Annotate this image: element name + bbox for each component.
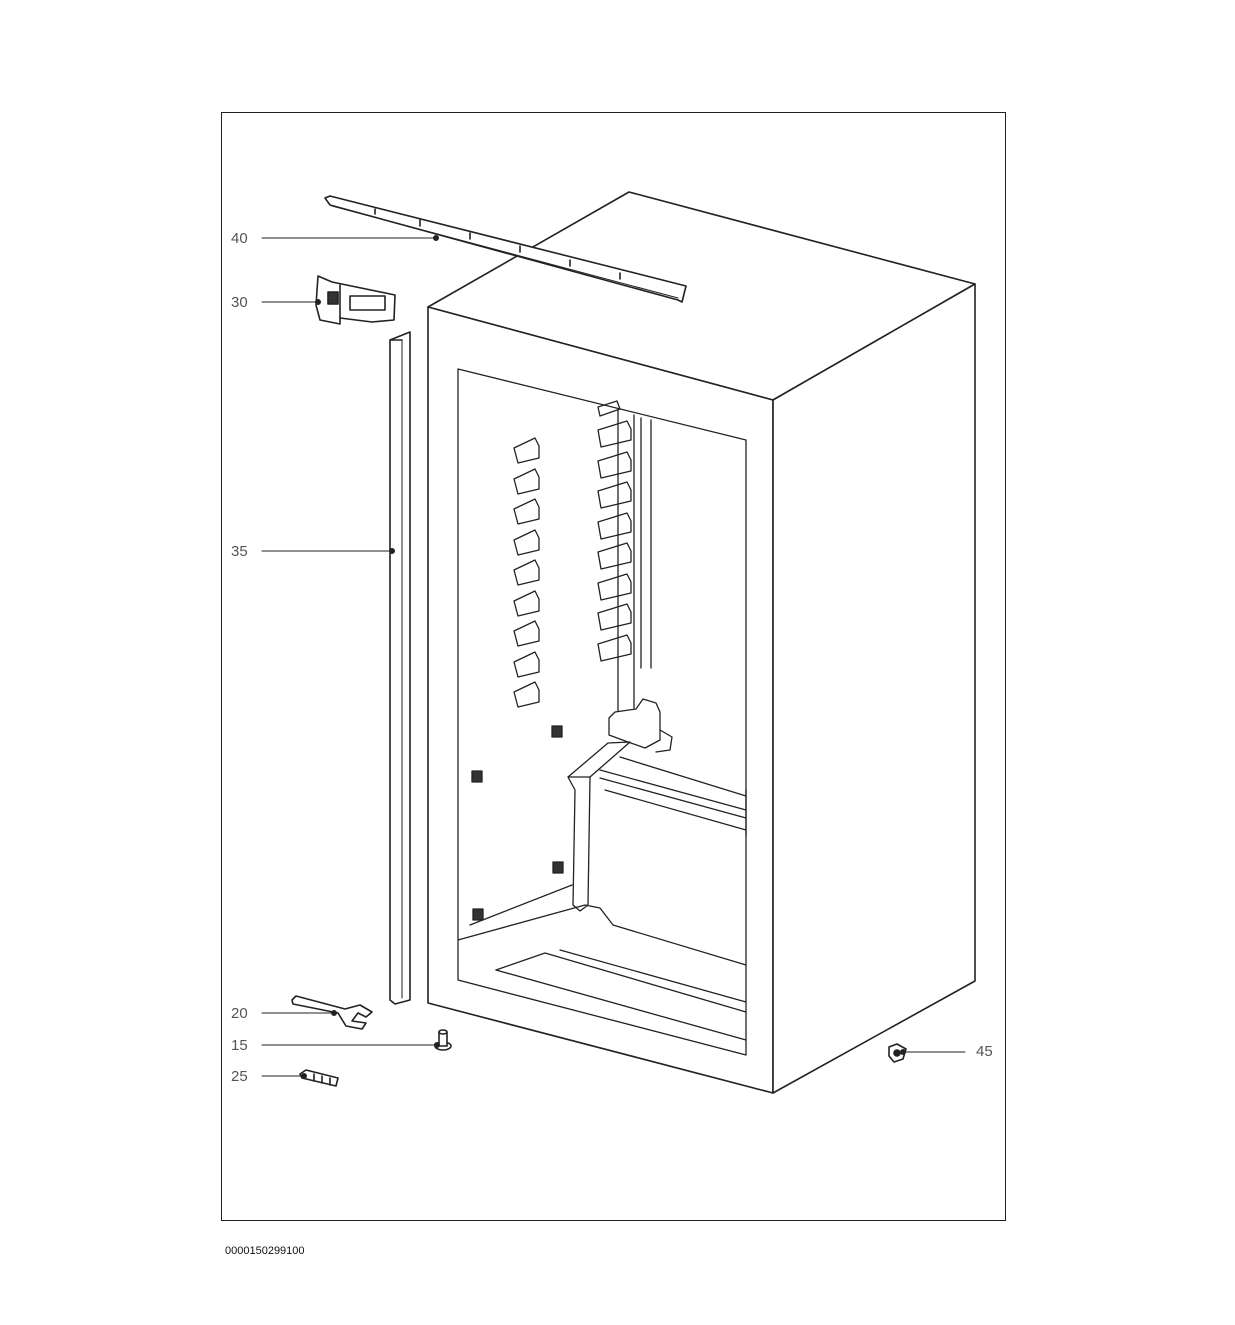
cabinet-body: [427, 191, 976, 1094]
part-45-clip: [888, 1043, 907, 1063]
callout-30: 30: [231, 294, 248, 311]
part-40-top-trim-strip: [324, 195, 687, 303]
callout-45: 45: [976, 1043, 993, 1060]
callout-35: 35: [231, 543, 248, 560]
part-35-vertical-seal-strip: [389, 331, 411, 1005]
diagram-frame: [221, 112, 1006, 1221]
right-shelf-supports: [597, 400, 652, 716]
leader-lines: [261, 235, 966, 1079]
drawing-number: 0000150299100: [225, 1245, 305, 1257]
callout-25: 25: [231, 1068, 248, 1085]
callout-15: 15: [231, 1037, 248, 1054]
left-shelf-supports: [513, 437, 540, 708]
callout-20: 20: [231, 1005, 248, 1022]
part-20-wrench: [291, 995, 373, 1030]
callout-40: 40: [231, 230, 248, 247]
part-30-hinge-bracket: [315, 275, 396, 325]
bottom-compartment: [457, 698, 747, 1041]
